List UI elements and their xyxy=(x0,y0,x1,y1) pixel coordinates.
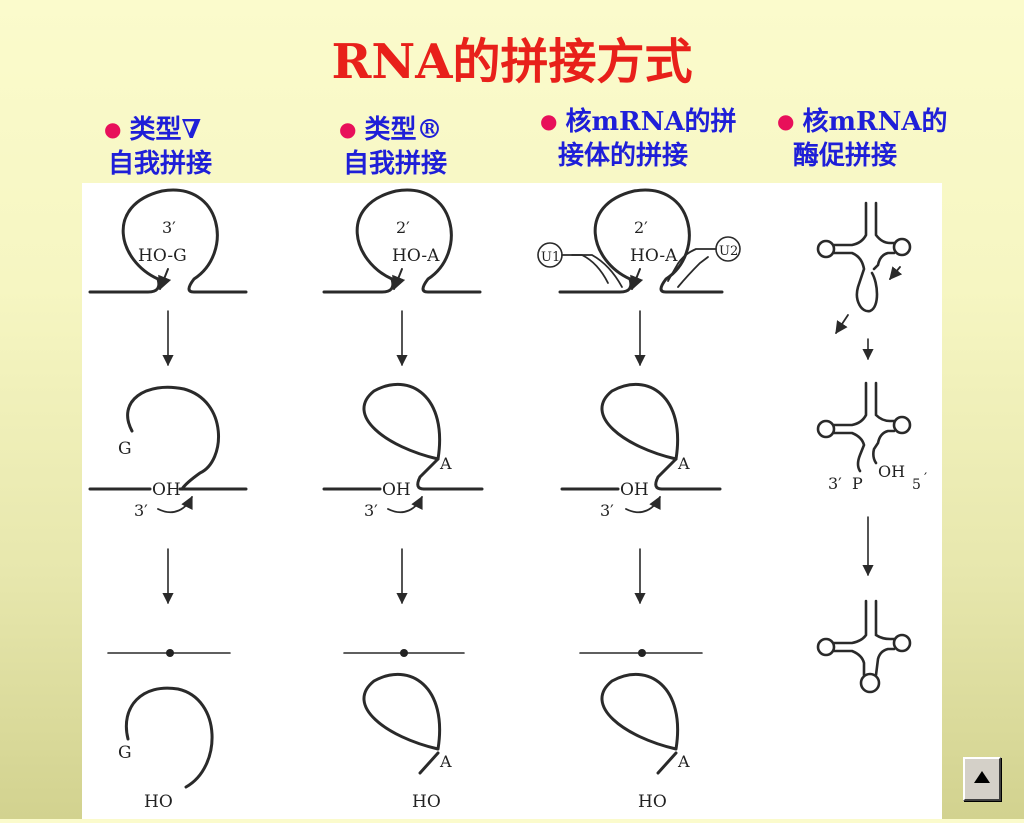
label-ho-a: HO-A xyxy=(630,246,678,266)
column-header-3-line1: 核mRNA的拼 xyxy=(565,107,737,137)
column-header-4: ● 核mRNA的 酶促拼接 xyxy=(777,106,948,173)
label-oh: OH xyxy=(878,462,905,481)
label-g: G xyxy=(118,743,132,763)
label-ho-g: HO-G xyxy=(138,246,187,266)
label-2prime: 2′ xyxy=(634,218,648,237)
page-title: RNA的拼接方式 xyxy=(331,34,693,90)
enzymatic-splicing: 3′ P OH 5 ′ xyxy=(816,201,927,694)
column-header-1: ● 类型∇ 自我拼接 xyxy=(104,114,212,181)
label-3prime: 3′ xyxy=(600,501,614,520)
label-a: A xyxy=(439,454,452,473)
label-p: P xyxy=(852,474,863,493)
label-3prime: 3′ xyxy=(828,474,842,493)
label-3prime: 3′ xyxy=(364,501,378,520)
label-3prime: 3′ xyxy=(162,218,176,237)
label-a: A xyxy=(677,752,690,771)
label-ho: HO xyxy=(412,792,441,812)
label-a: A xyxy=(439,752,452,771)
column-header-2-line2: 自我拼接 xyxy=(343,149,448,179)
bullet-icon: ● xyxy=(777,109,795,133)
splicing-diagram: 3′ HO-G G OH 3′ G HO 2′ HO-A A OH 3′ xyxy=(88,188,927,812)
column-header-2-line1: 类型® xyxy=(364,115,443,145)
column-header-3-line2: 接体的拼接 xyxy=(558,141,689,171)
label-ho: HO xyxy=(638,792,667,812)
column-header-1-line2: 自我拼接 xyxy=(108,149,213,179)
column-header-1-line1: 类型∇ xyxy=(129,115,202,145)
spliceosome-splicing: 2′ HO-A U1 U2 A OH 3′ A HO xyxy=(537,188,741,812)
label-oh: OH xyxy=(620,480,649,500)
bullet-icon: ● xyxy=(339,117,357,141)
label-u1: U1 xyxy=(541,250,560,265)
bullet-icon: ● xyxy=(540,109,558,133)
label-ho-a: HO-A xyxy=(392,246,440,266)
column-header-4-line2: 酶促拼接 xyxy=(793,141,898,171)
label-u2: U2 xyxy=(719,244,738,259)
label-g: G xyxy=(118,439,132,459)
column-header-2: ● 类型® 自我拼接 xyxy=(339,114,447,181)
triangle-up-icon xyxy=(974,771,990,783)
label-ho: HO xyxy=(144,792,173,812)
bullet-icon: ● xyxy=(104,117,122,141)
previous-slide-button[interactable] xyxy=(963,757,1001,801)
label-oh: OH xyxy=(382,480,411,500)
splicing-diagram-panel: 3′ HO-G G OH 3′ G HO 2′ HO-A A OH 3′ xyxy=(82,183,942,819)
label-2prime: 2′ xyxy=(396,218,410,237)
group-i-self-splicing: 3′ HO-G G OH 3′ G HO xyxy=(88,188,248,812)
label-3prime: 3′ xyxy=(134,501,148,520)
label-prime: ′ xyxy=(924,471,927,487)
column-header-3: ● 核mRNA的拼 接体的拼接 xyxy=(540,106,737,173)
column-header-4-line1: 核mRNA的 xyxy=(802,107,948,137)
label-oh: OH xyxy=(152,480,181,500)
group-ii-self-splicing: 2′ HO-A A OH 3′ A HO xyxy=(322,188,484,812)
label-5: 5 xyxy=(912,477,921,493)
label-a: A xyxy=(677,454,690,473)
